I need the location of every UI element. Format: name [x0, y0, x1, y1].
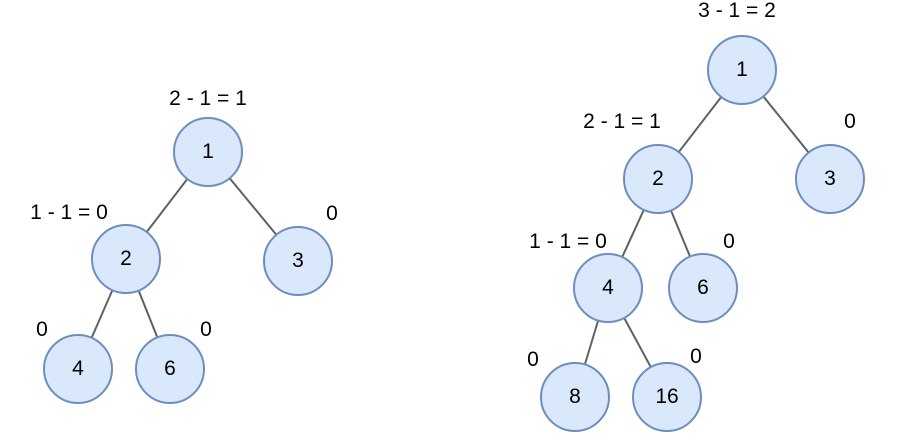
tree-node-left-1: 1	[173, 117, 243, 187]
tree-node-left-6: 6	[135, 334, 205, 404]
balance-label-right-1: 3 - 1 = 2	[698, 0, 776, 22]
tree-node-right-3: 3	[795, 144, 865, 214]
balance-label-left-2: 1 - 1 = 0	[30, 201, 108, 224]
tree-node-right-16: 16	[632, 362, 702, 432]
tree-node-left-3: 3	[263, 226, 333, 296]
tree-node-right-8: 8	[540, 362, 610, 432]
balance-label-right-8: 0	[527, 348, 539, 371]
tree-node-right-2: 2	[623, 144, 693, 214]
tree-node-left-4: 4	[43, 334, 113, 404]
balance-label-right-16: 0	[690, 345, 702, 368]
tree-node-right-1: 1	[707, 35, 777, 105]
balance-label-right-3: 0	[844, 110, 856, 133]
balance-label-left-4: 0	[36, 318, 48, 341]
balance-label-right-6: 0	[723, 230, 735, 253]
tree-node-right-6: 6	[668, 253, 738, 323]
balance-label-right-2: 2 - 1 = 1	[583, 110, 661, 133]
balance-label-left-3: 0	[326, 202, 338, 225]
balance-label-left-1: 2 - 1 = 1	[169, 87, 247, 110]
balance-label-right-4: 1 - 1 = 0	[529, 230, 607, 253]
tree-node-left-2: 2	[91, 224, 161, 294]
tree-node-right-4: 4	[573, 253, 643, 323]
balance-label-left-6: 0	[200, 318, 212, 341]
